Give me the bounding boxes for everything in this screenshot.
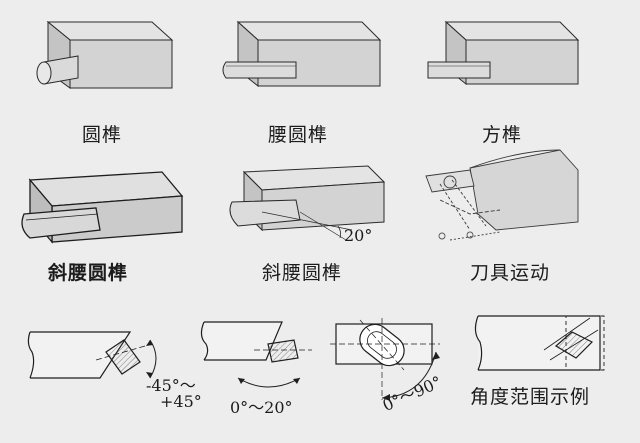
caption-angle-range-example: 角度范围示例 xyxy=(470,386,591,408)
caption-square-tenon: 方榫 xyxy=(482,124,523,146)
tool-spindle xyxy=(439,179,487,231)
caption-oblique-waist-round-tenon: 斜腰圆榫 xyxy=(262,262,343,284)
workpiece-body xyxy=(469,149,579,231)
round-tenon-end xyxy=(36,61,52,85)
tenon-rect xyxy=(105,339,141,375)
workpiece-outline xyxy=(478,315,601,371)
angle-range-figure-a xyxy=(27,331,157,379)
tenon-axis xyxy=(95,343,153,361)
range-arc-b xyxy=(237,377,301,388)
angle-reference-line xyxy=(261,211,353,231)
label-range-a-high: +45° xyxy=(160,392,202,411)
tool-motion-figure xyxy=(425,149,579,241)
square-tenon-slab xyxy=(427,61,491,79)
label-range-a-low: -45°～ xyxy=(146,376,196,395)
workpiece-top-curve xyxy=(469,149,561,169)
tool-motion-path xyxy=(439,199,501,215)
block-front-face xyxy=(69,39,173,89)
break-line xyxy=(200,321,209,361)
break-line xyxy=(474,315,483,371)
caption-tool-motion: 刀具运动 xyxy=(470,262,551,284)
angle-inclined-line xyxy=(299,211,347,241)
caption-oblique-waist-round-tenon-bold: 斜腰圆榫 xyxy=(48,262,129,284)
break-line xyxy=(27,331,35,379)
caption-waist-round-tenon: 腰圆榫 xyxy=(268,124,329,146)
oblique-waist-round-tenon-figure-bold xyxy=(21,171,184,244)
round-tenon-figure xyxy=(36,20,174,89)
label-range-b: 0°～20° xyxy=(230,398,293,417)
angle-range-figure-c xyxy=(330,318,440,401)
oblique-waist-round-tenon-figure xyxy=(229,165,386,241)
oblique-tenon-slab xyxy=(229,199,301,227)
angle-range-figure-b xyxy=(200,321,312,388)
label-oblique-angle: 20° xyxy=(344,226,373,245)
tool-head xyxy=(425,169,475,193)
square-tenon-figure xyxy=(427,20,580,86)
tenon-rect xyxy=(267,339,299,363)
angle-range-example-figure xyxy=(474,315,605,371)
waist-tenon-slab xyxy=(222,61,297,79)
block-top-face xyxy=(444,21,580,41)
workpiece-outline xyxy=(204,321,283,361)
tool-rotation-circle xyxy=(443,175,457,189)
waist-round-tenon-figure xyxy=(222,20,382,88)
range-arc-c xyxy=(381,351,437,399)
caption-round-tenon: 圆榫 xyxy=(82,124,123,146)
block-top-face xyxy=(236,21,382,41)
angle-arc xyxy=(337,225,342,239)
